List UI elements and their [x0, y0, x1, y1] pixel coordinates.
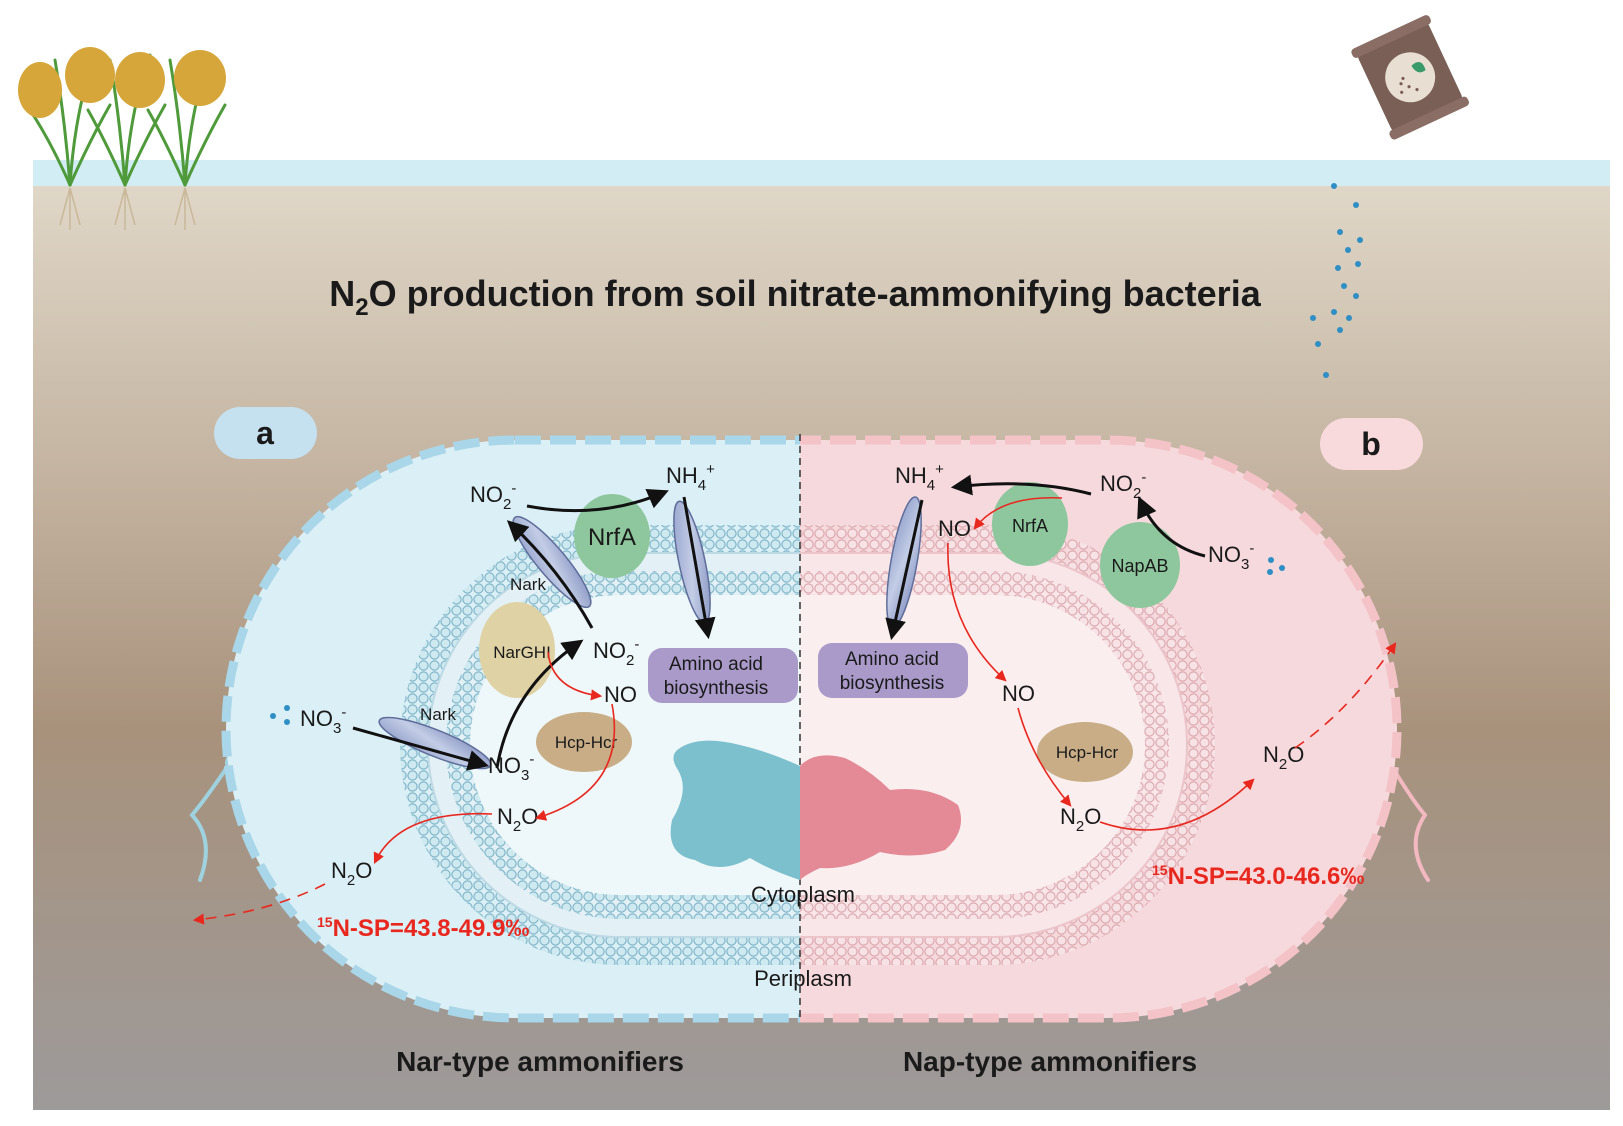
- n2o-label-b-outer: N2O: [1263, 742, 1304, 773]
- svg-text:biosynthesis: biosynthesis: [840, 673, 945, 694]
- no2-label-a-inner: NO2-: [593, 636, 639, 669]
- nitrate-dots-b: [1267, 557, 1285, 575]
- no3-label-a-outside: NO3-: [300, 704, 346, 737]
- isotope-label-b: 15N-SP=43.0-46.6‰: [1152, 862, 1364, 890]
- caption-nar-type: Nar-type ammonifiers: [396, 1046, 684, 1077]
- svg-text:Nark: Nark: [420, 705, 456, 724]
- hcp-hcr-enzyme-a: Hcp-Hcr: [536, 712, 632, 772]
- cytoplasm-label: Cytoplasm: [751, 882, 855, 907]
- fertilizer-bag-icon: [1351, 15, 1469, 140]
- n2o-label-a-inner: N2O: [497, 804, 538, 835]
- nark-transporter-lower: Nark: [378, 705, 492, 770]
- panel-a-badge: a: [214, 407, 317, 459]
- water-layer: [33, 160, 1610, 186]
- no3-label-a-inside: NO3-: [488, 751, 534, 784]
- svg-text:a: a: [256, 415, 274, 451]
- pathway-arrows-a: [192, 488, 716, 925]
- n2o-label-b-inner: N2O: [1060, 804, 1101, 835]
- periplasm-label: Periplasm: [754, 966, 852, 991]
- nark-transporter-upper: Nark: [510, 515, 592, 609]
- amino-acid-box-a: Amino acid biosynthesis: [648, 648, 798, 703]
- no-label-b-top: NO: [938, 516, 971, 541]
- svg-text:NrfA: NrfA: [588, 524, 636, 551]
- nrfa-enzyme-b: NrfA: [992, 482, 1068, 566]
- svg-text:Amino acid: Amino acid: [669, 654, 763, 675]
- hcp-hcr-enzyme-b: Hcp-Hcr: [1037, 722, 1133, 782]
- panel-b-badge: b: [1320, 418, 1423, 470]
- amino-acid-box-b: Amino acid biosynthesis: [818, 643, 968, 698]
- caption-nap-type: Nap-type ammonifiers: [903, 1046, 1197, 1077]
- no-label-b-inner: NO: [1002, 681, 1035, 706]
- svg-text:NrfA: NrfA: [1012, 516, 1048, 536]
- svg-text:b: b: [1361, 426, 1381, 462]
- no2-label-b: NO2-: [1100, 469, 1146, 502]
- no-label-a: NO: [604, 682, 637, 707]
- no2-label-a-top: NO2-: [470, 480, 516, 513]
- n2o-label-a-outer: N2O: [331, 858, 372, 889]
- nucleoid-blue: [670, 740, 800, 880]
- nrfa-enzyme-a: NrfA: [574, 494, 650, 578]
- figure-title: N2O production from soil nitrate-ammonif…: [329, 273, 1261, 321]
- svg-text:Hcp-Hcr: Hcp-Hcr: [1056, 743, 1119, 762]
- napab-enzyme: NapAB: [1100, 522, 1180, 608]
- nh4-label-a: NH4+: [666, 461, 715, 494]
- nitrate-dots-a: [270, 705, 290, 725]
- nitrate-droplets-icon: [1310, 183, 1363, 378]
- svg-text:NapAB: NapAB: [1111, 556, 1168, 576]
- narghi-enzyme: NarGHI: [479, 602, 555, 698]
- nh4-label-b: NH4+: [895, 461, 944, 494]
- svg-text:Hcp-Hcr: Hcp-Hcr: [555, 733, 618, 752]
- rice-plant-icon: [18, 47, 227, 230]
- svg-text:Nark: Nark: [510, 575, 546, 594]
- svg-text:NarGHI: NarGHI: [493, 643, 551, 662]
- no3-label-b: NO3-: [1208, 540, 1254, 573]
- isotope-label-a: 15N-SP=43.8-49.9‰: [317, 914, 529, 942]
- svg-text:biosynthesis: biosynthesis: [664, 678, 769, 699]
- svg-text:Amino acid: Amino acid: [845, 649, 939, 670]
- pathway-arrows-b: [885, 474, 1397, 831]
- nucleoid-pink: [800, 755, 962, 880]
